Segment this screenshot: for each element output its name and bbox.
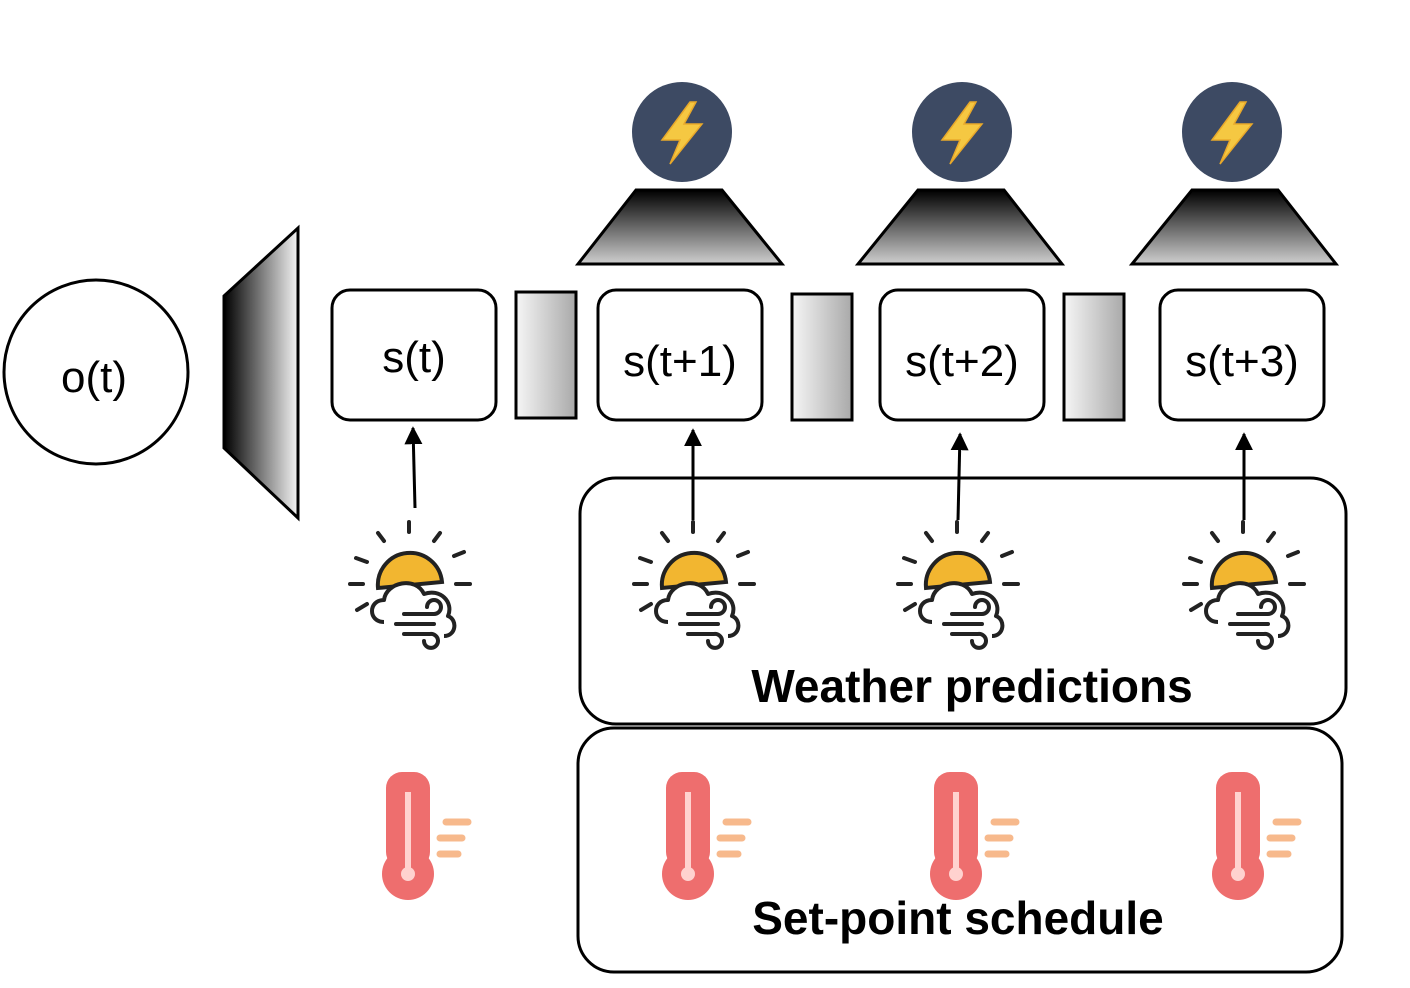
input-arrow-2	[950, 432, 969, 521]
state-label-2: s(t+2)	[905, 337, 1019, 386]
state-label-3: s(t+3)	[1185, 337, 1299, 386]
state-label-0: s(t)	[382, 333, 446, 382]
state-node-0: s(t)	[330, 288, 498, 422]
observation-label: o(t)	[61, 353, 127, 402]
observation-node: o(t)	[2, 278, 190, 466]
input-arrow-0	[404, 426, 423, 509]
transition-block-0	[514, 290, 578, 420]
transition-block-1	[790, 292, 854, 422]
sun-cloud-wind-icon	[348, 520, 472, 650]
weather-predictions-label: Weather predictions	[751, 660, 1192, 712]
setpoint-schedule-label: Set-point schedule	[752, 892, 1163, 944]
decoder-block-1	[574, 188, 786, 266]
lightning-bolt-icon	[1181, 81, 1283, 183]
encoder-block	[222, 224, 300, 522]
lightning-bolt-icon	[631, 81, 733, 183]
state-node-3: s(t+3)	[1158, 288, 1326, 422]
decoder-block-2	[854, 188, 1066, 266]
state-label-1: s(t+1)	[623, 337, 737, 386]
thermometer-icon	[382, 772, 468, 900]
transition-block-2	[1062, 292, 1126, 422]
lightning-bolt-icon	[911, 81, 1013, 183]
state-node-1: s(t+1)	[596, 288, 764, 422]
decoder-block-3	[1128, 188, 1340, 266]
state-node-2: s(t+2)	[878, 288, 1046, 422]
